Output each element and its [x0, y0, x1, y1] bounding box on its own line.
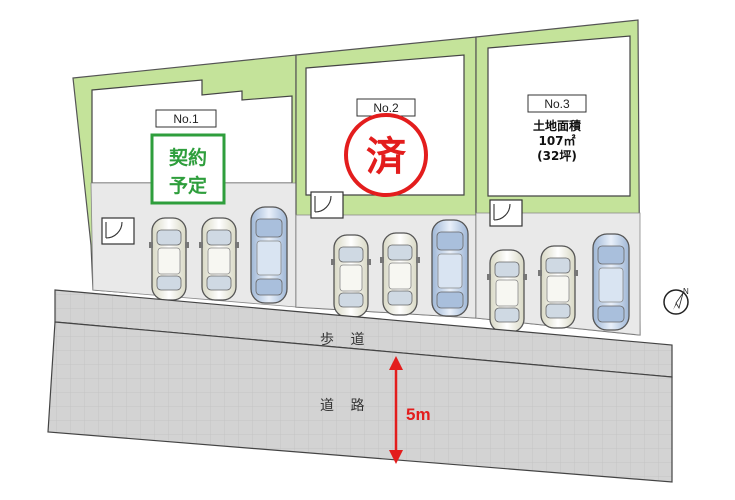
lot-3-car-2 [537, 245, 579, 329]
lot-1-car-2 [198, 217, 240, 301]
lot-1-status-line-2: 予定 [169, 174, 207, 197]
lot-1-number-box: No.1 [155, 109, 217, 128]
lot-2-number-box: No.2 [356, 98, 416, 117]
road [47, 321, 673, 483]
lot-3-area-sqm: 107㎡ [538, 133, 575, 148]
lot-2-number: No.2 [373, 101, 399, 115]
lot-1-entrance [101, 217, 135, 245]
lot-2-car-2 [379, 232, 421, 316]
road-width-arrow [389, 356, 403, 464]
lot-1-status-line-1: 契約 [168, 146, 207, 169]
road-width-label: 5m [406, 405, 431, 424]
lot-3-area-title: 土地面積 [533, 118, 582, 133]
lot-2-car-1 [330, 234, 372, 318]
lot-1-number: No.1 [173, 112, 199, 126]
lot-3-car-1 [486, 249, 528, 333]
lot-1-car-1 [148, 217, 190, 301]
lot-2-sold-stamp: 済 [344, 113, 428, 197]
road-label: 道 路 [320, 398, 370, 414]
lot-2-car-3 [431, 219, 469, 317]
lot-3-building [487, 35, 631, 197]
lot-1-car-3 [250, 206, 288, 304]
lot-2-status: 済 [366, 134, 407, 180]
lot-3-area-tsubo: (32坪) [537, 149, 577, 163]
lot-2-entrance [310, 191, 344, 219]
north-label: N [683, 287, 689, 296]
lot-3-entrance [489, 199, 523, 227]
sidewalk-label: 歩 道 [320, 332, 370, 348]
north-arrow-icon [663, 289, 689, 315]
lot-3-number-box: No.3 [527, 94, 587, 113]
lot-1-contract-stamp: 契約 予定 [150, 133, 226, 205]
lot-3-number: No.3 [544, 97, 570, 111]
lot-3-car-3 [592, 233, 630, 331]
